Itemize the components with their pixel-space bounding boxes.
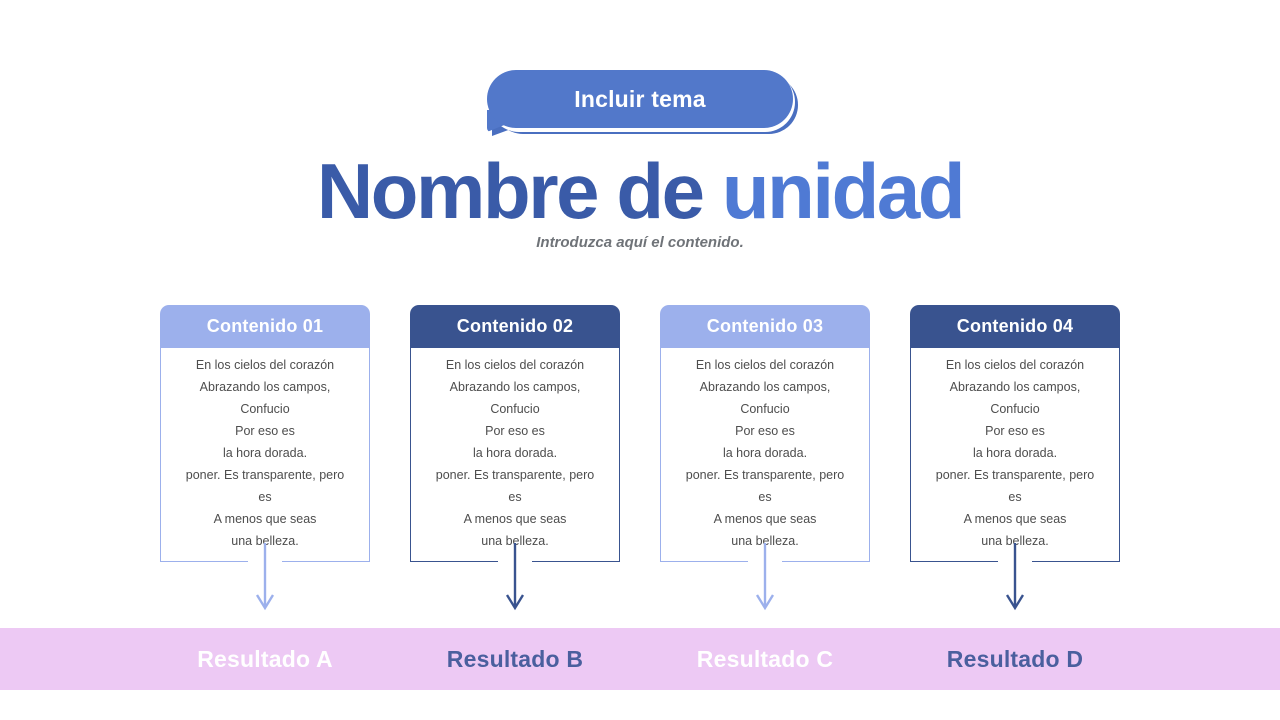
card-text-line: En los cielos del corazón [195,358,335,372]
bubble-label: Incluir tema [574,85,706,112]
card-text-line: Abrazando los campos, [949,380,1081,394]
card-border-left [410,348,411,562]
card-border-bottom-l [410,561,499,562]
result-label[interactable]: Resultado A [197,645,333,672]
card-text-line: Por eso es [985,424,1045,438]
page-title: Nombre de unidad [0,152,1280,230]
card-border-right [1119,348,1120,562]
page-title-part-1: Nombre de [316,147,722,235]
card-text-line: es [1008,490,1022,504]
down-arrow-icon [255,543,275,611]
topic-bubble[interactable]: Incluir tema [0,70,1280,140]
card-text-line: Abrazando los campos, [199,380,331,394]
down-arrow-icon [505,543,525,611]
card-header-label: Contenido 03 [706,316,824,336]
card-border-bottom-l [660,561,749,562]
card-header[interactable]: Contenido 02 [410,305,620,348]
card-text-line: la hora dorada. [722,446,808,460]
card-text-line: Confucio [240,402,290,416]
bubble-body[interactable]: Incluir tema [487,70,793,128]
card-text-line: una belleza. [481,534,549,548]
title-block: Nombre de unidad Introduzca aquí el cont… [0,152,1280,251]
card-text-line: es [508,490,522,504]
result-label[interactable]: Resultado C [696,645,834,672]
card-text-line: Por eso es [485,424,545,438]
card-border-left [160,348,161,562]
card-border-right [369,348,370,562]
card-text-line: A menos que seas [713,512,817,526]
arrow-slot [410,543,620,615]
card-text-line: Confucio [490,402,540,416]
results-bar-background [0,628,1280,690]
card-text-line: la hora dorada. [472,446,558,460]
card-text-line: poner. Es transparente, pero [435,468,595,482]
page-title-part-2: unidad [721,147,966,235]
card-text-line: poner. Es transparente, pero [685,468,845,482]
card-border-left [910,348,911,562]
card-text-line: es [258,490,272,504]
card-header[interactable]: Contenido 04 [910,305,1120,348]
card-text-line: Confucio [990,402,1040,416]
card-text-line: poner. Es transparente, pero [935,468,1095,482]
card-text-line: Confucio [740,402,790,416]
result-label[interactable]: Resultado B [446,645,584,672]
card-text-line: En los cielos del corazón [445,358,585,372]
card-border-bottom-r [781,561,870,562]
card-text-line: Abrazando los campos, [699,380,831,394]
card-text-line: En los cielos del corazón [695,358,835,372]
card-border-right [869,348,870,562]
card-header-label: Contenido 01 [206,316,324,336]
page-subtitle: Introduzca aquí el contenido. [536,234,744,251]
card-text-line: Abrazando los campos, [449,380,581,394]
results-row: Resultado A Resultado B Resultado C Resulta… [160,628,1120,690]
arrow-slot [660,543,870,615]
card-text-line: A menos que seas [463,512,567,526]
card-border-right [619,348,620,562]
card-text-line: la hora dorada. [972,446,1058,460]
card-header-label: Contenido 02 [456,316,574,336]
card-header[interactable]: Contenido 01 [160,305,370,348]
card-text-line: una belleza. [981,534,1049,548]
card-header[interactable]: Contenido 03 [660,305,870,348]
down-arrow-icon [755,543,775,611]
down-arrow-icon [1005,543,1025,611]
card-border-bottom-r [1031,561,1120,562]
card-text-line: una belleza. [231,534,299,548]
card-header-label: Contenido 04 [956,316,1074,336]
card-text-line: poner. Es transparente, pero [185,468,345,482]
card-text-line: una belleza. [731,534,799,548]
card-text-line: la hora dorada. [222,446,308,460]
card-text-line: A menos que seas [213,512,317,526]
arrows-row [160,543,1120,615]
card-border-bottom-l [910,561,999,562]
arrow-slot [910,543,1120,615]
card-text-line: A menos que seas [963,512,1067,526]
card-border-bottom-l [160,561,249,562]
result-label[interactable]: Resultado D [946,645,1084,672]
card-text-line: Por eso es [235,424,295,438]
card-border-bottom-r [281,561,370,562]
card-text-line: Por eso es [735,424,795,438]
card-text-line: es [758,490,772,504]
arrow-slot [160,543,370,615]
card-border-left [660,348,661,562]
card-text-line: En los cielos del corazón [945,358,1085,372]
card-border-bottom-r [531,561,620,562]
